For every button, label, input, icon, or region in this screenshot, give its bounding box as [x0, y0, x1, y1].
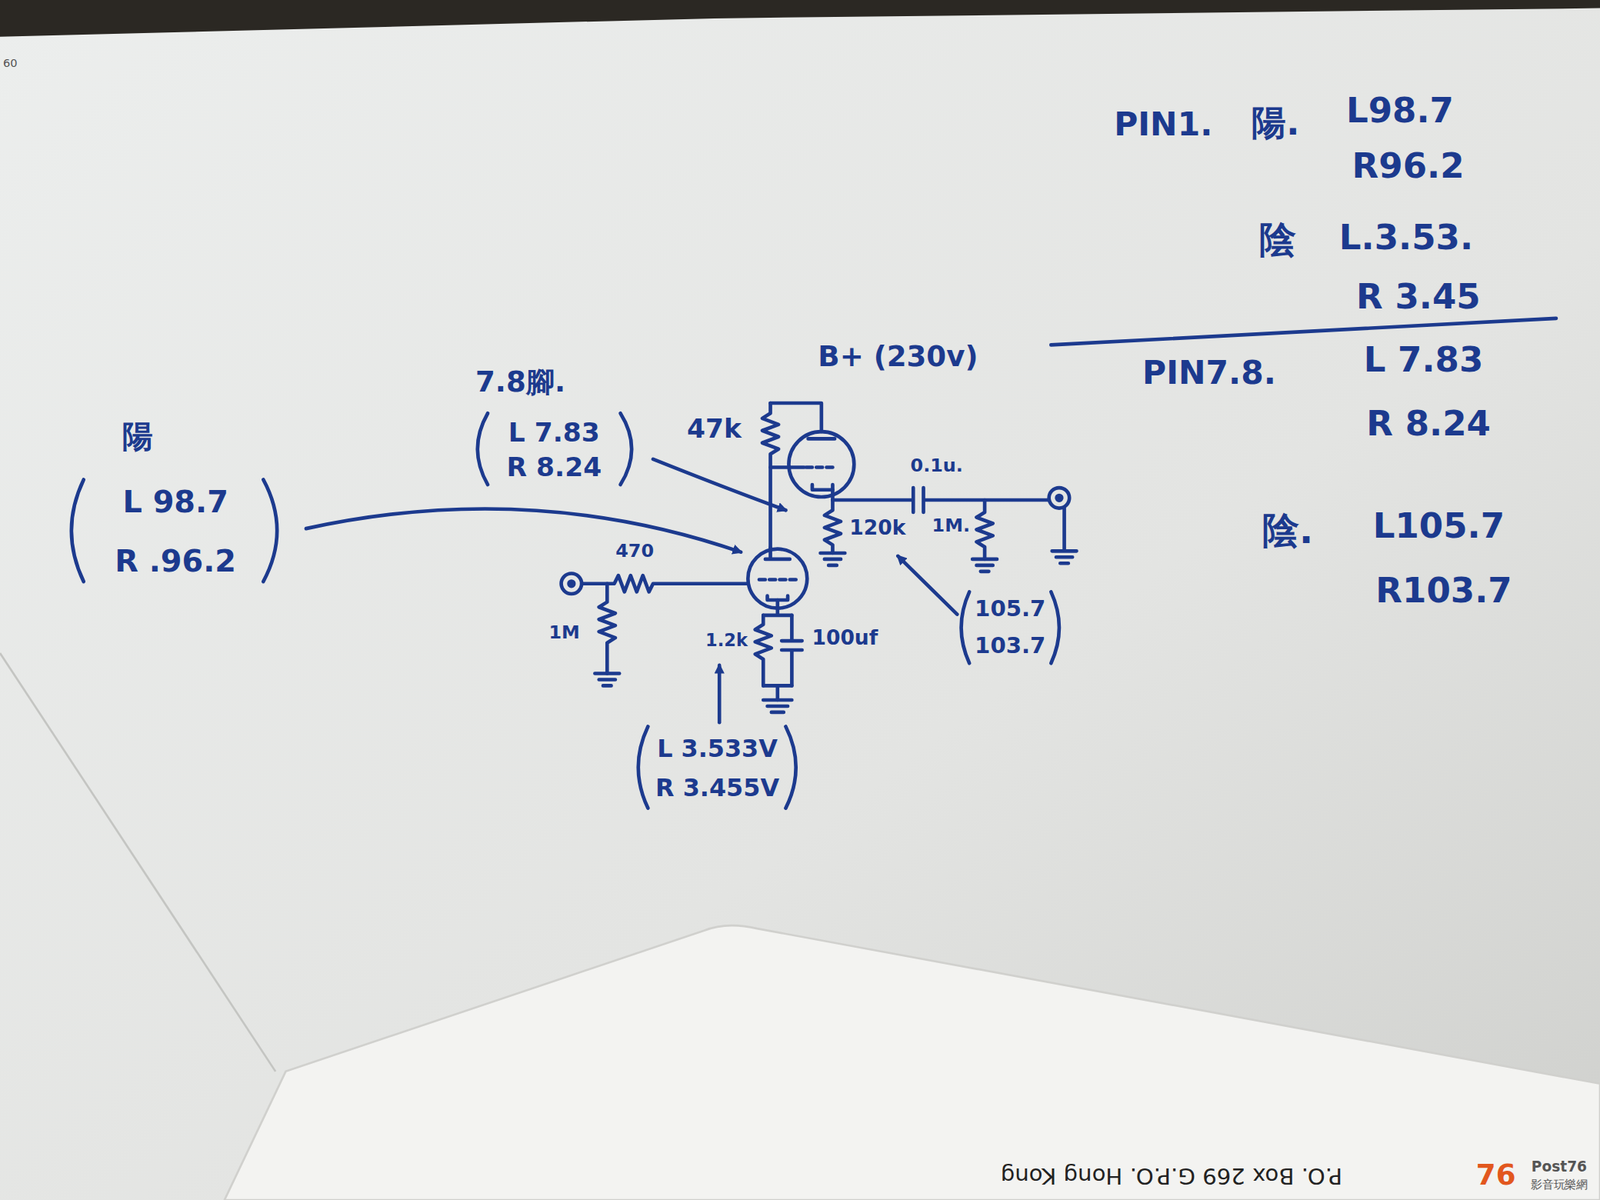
resistor-value: 1.2k	[705, 632, 748, 650]
voltage-reading: L 7.83	[1363, 341, 1484, 377]
watermark: 76	[1476, 1161, 1517, 1190]
capacitor-value: 100uf	[811, 627, 878, 649]
voltage-reading: R96.2	[1352, 147, 1465, 183]
resistor-value: 1M	[548, 623, 580, 643]
voltage-reading: R 3.45	[1356, 278, 1481, 314]
voltage-reading: R 8.24	[1366, 406, 1491, 441]
voltage-reading: R 3.455V	[655, 775, 780, 800]
watermark: Post76	[1531, 1159, 1587, 1174]
resistor-value: 47k	[686, 415, 742, 442]
voltage-reading: R 8.24	[506, 453, 602, 480]
electrode-label: 陰	[1259, 221, 1297, 259]
pin-label: PIN1.	[1113, 108, 1213, 141]
voltage-reading: R103.7	[1375, 572, 1512, 607]
voltage-reading: L105.7	[1373, 508, 1505, 544]
voltage-reading: L.3.53.	[1339, 219, 1474, 254]
corner-mark: 60	[3, 57, 18, 70]
resistor-value: 120k	[849, 517, 906, 539]
voltage-reading: 103.7	[974, 634, 1046, 657]
electrode-label: 陽.	[1251, 105, 1300, 140]
electrode-label: 陰.	[1262, 512, 1314, 550]
voltage-reading: L98.7	[1346, 93, 1454, 128]
resistor-value: 470	[615, 541, 654, 560]
supply-label: B+ (230v)	[817, 343, 978, 372]
capacitor-value: 0.1u.	[910, 456, 964, 475]
resistor-value: 1M.	[932, 516, 970, 535]
voltage-reading: L 3.533V	[656, 736, 778, 762]
pin-label: 7.8腳.	[475, 368, 566, 397]
voltage-reading: L 98.7	[122, 486, 228, 518]
voltage-reading: R .96.2	[114, 546, 237, 577]
envelope-address: P.O. Box 269 G.P.O. Hong Kong	[1000, 1164, 1343, 1187]
pin-label: PIN7.8.	[1142, 356, 1277, 389]
voltage-reading: 105.7	[974, 597, 1046, 620]
watermark: 影音玩樂網	[1530, 1179, 1587, 1191]
electrode-label: 陽	[122, 421, 154, 453]
voltage-reading: L 7.83	[508, 419, 600, 446]
